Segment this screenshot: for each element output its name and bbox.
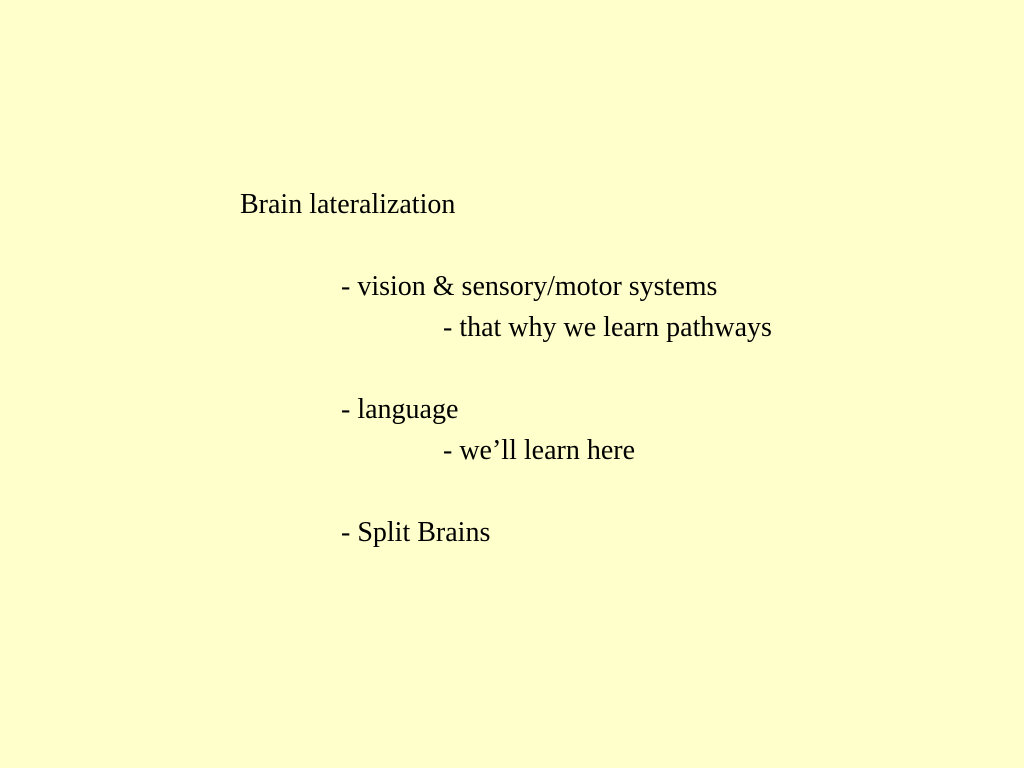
sub-bullet-learn-here: - we’ll learn here [443,435,635,466]
bullet-language: - language [341,394,459,425]
slide-title: Brain lateralization [240,189,456,220]
bullet-vision-sensory-motor: - vision & sensory/motor systems [341,271,718,302]
bullet-split-brains: - Split Brains [341,517,491,548]
sub-bullet-learn-pathways: - that why we learn pathways [443,312,772,343]
